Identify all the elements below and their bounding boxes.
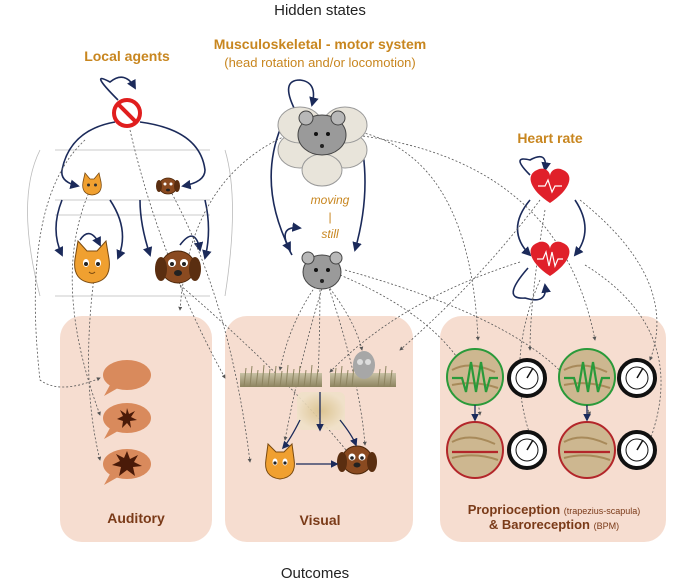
local-agent-transitions bbox=[54, 76, 212, 260]
owl-icon bbox=[353, 351, 375, 379]
gauge-icon bbox=[617, 358, 657, 398]
motor-subtitle: (head rotation and/or locomotion) bbox=[224, 55, 416, 70]
dog-icon bbox=[155, 250, 201, 284]
motor-state-moving: moving bbox=[310, 193, 350, 207]
visual-title: Visual bbox=[299, 512, 341, 528]
mouse-icon bbox=[277, 106, 368, 187]
gauge-icon bbox=[507, 358, 547, 398]
hidden-states-title: Hidden states bbox=[274, 2, 366, 19]
grass-icon bbox=[240, 364, 322, 388]
muscle-image bbox=[558, 348, 616, 406]
cat-icon bbox=[74, 239, 110, 284]
muscle-image bbox=[446, 348, 504, 406]
grass-icon bbox=[330, 364, 396, 388]
blurred-object bbox=[297, 392, 345, 430]
visual-arrow bbox=[339, 419, 358, 447]
heart-icon bbox=[530, 168, 570, 203]
outcomes-title: Outcomes bbox=[280, 565, 350, 582]
proprio-line2-small: (BPM) bbox=[593, 521, 620, 531]
proprio-title: Proprioception (trapezius-scapula) & Bar… bbox=[468, 502, 641, 532]
proprio-line2: & Baroreception bbox=[488, 517, 591, 532]
muscle-image bbox=[446, 421, 504, 479]
auditory-title: Auditory bbox=[107, 510, 165, 526]
heart-icon bbox=[530, 241, 570, 276]
motor-title: Musculoskeletal - motor system bbox=[213, 36, 427, 52]
cat-icon bbox=[265, 442, 295, 480]
visual-arrow bbox=[281, 419, 301, 450]
motor-state-still: still bbox=[321, 227, 339, 241]
no-entry-icon bbox=[112, 98, 142, 128]
speech-bubble-icon bbox=[103, 449, 151, 485]
dog-icon bbox=[156, 177, 180, 195]
proprio-line1: Proprioception bbox=[467, 502, 561, 517]
gauge-icon bbox=[617, 430, 657, 470]
proprio-line1-small: (trapezius-scapula) bbox=[563, 506, 641, 516]
speech-bubble-icon bbox=[103, 360, 151, 396]
mouse-icon bbox=[301, 251, 343, 290]
local-agents-title: Local agents bbox=[84, 48, 170, 64]
gauge-icon bbox=[507, 430, 547, 470]
cat-icon bbox=[82, 172, 102, 196]
motor-state-separator: | bbox=[328, 210, 332, 224]
speech-bubble-icon bbox=[103, 403, 151, 439]
heart-rate-title: Heart rate bbox=[517, 130, 583, 146]
muscle-image bbox=[558, 421, 616, 479]
local-agents-grid bbox=[27, 149, 233, 297]
